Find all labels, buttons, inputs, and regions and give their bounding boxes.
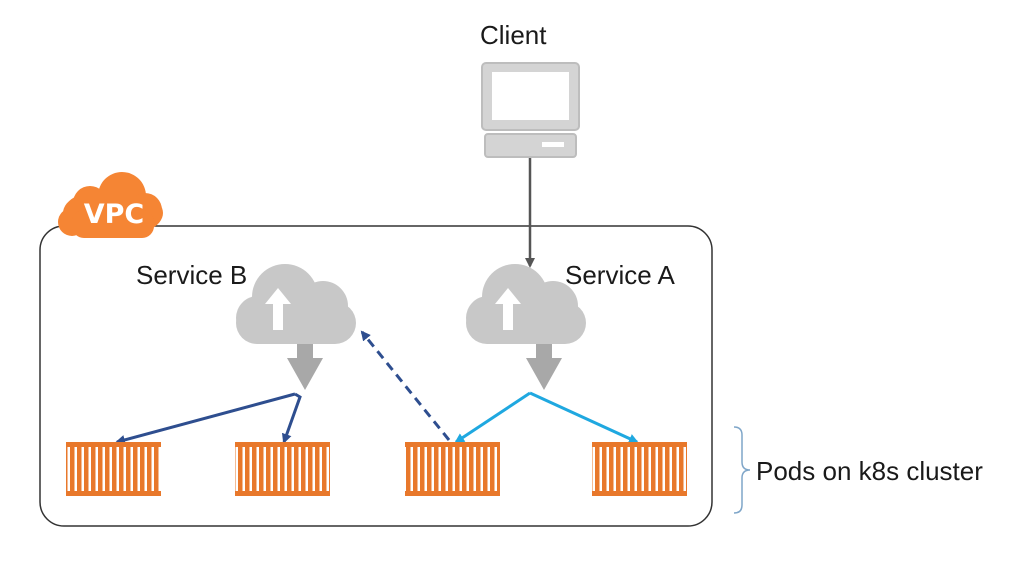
pod-1 [66,442,161,496]
service-b-down-arrow [287,344,323,390]
pods-label: Pods on k8s cluster [756,456,983,486]
cloud-upload-icon [466,264,586,344]
vpc-cloud-icon [58,172,163,238]
service-b-to-pod-2-arrow [281,392,302,444]
cloud-upload-icon [236,264,356,344]
pods-bracket [733,426,751,514]
service-a-down-arrow [526,344,562,390]
pod-4 [592,442,687,496]
service-b-to-pod-1-arrow [115,392,296,445]
service-a-to-pod-3-arrow [454,391,531,444]
desktop-computer-icon [481,62,580,158]
pod-3-to-service-b-dashed-arrow [360,330,451,441]
client-label: Client [480,20,547,50]
service-a-to-pod-4-arrow [529,391,639,444]
pod-2 [235,442,330,496]
pod-3 [405,442,500,496]
service-a-label: Service A [565,260,675,290]
service-b-label: Service B [136,260,248,290]
vpc-label: VPC [84,199,145,230]
vpc-boundary [39,225,713,527]
